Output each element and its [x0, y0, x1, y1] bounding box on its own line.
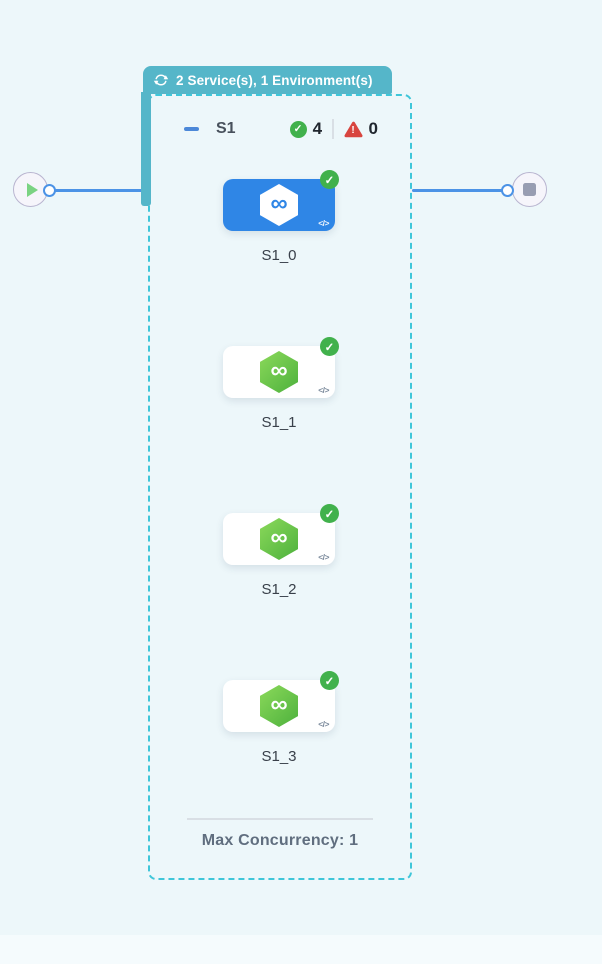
- step-success-badge: ✓: [320, 504, 339, 523]
- code-template-icon[interactable]: </>: [318, 719, 329, 729]
- check-glyph: ✓: [324, 174, 335, 187]
- code-template-icon[interactable]: </>: [318, 385, 329, 395]
- service-hexagon-icon: ∞: [260, 518, 298, 560]
- end-connector-port: [501, 183, 514, 197]
- edge-start-to-stage: [52, 188, 144, 192]
- count-divider: [332, 119, 334, 139]
- start-connector-port: [43, 183, 56, 197]
- step-node-s1-3: ∞ ✓ </> S1_3: [223, 671, 339, 765]
- stage-left-strip: [141, 92, 151, 206]
- start-node[interactable]: [13, 172, 48, 207]
- step-card-s1-2[interactable]: ∞ ✓ </>: [223, 504, 339, 565]
- step-label: S1_3: [261, 748, 297, 765]
- failure-count: 0: [368, 119, 378, 138]
- step-label: S1_1: [261, 414, 297, 431]
- step-card-s1-0[interactable]: ∞ ✓ </>: [223, 170, 339, 231]
- stop-icon: [523, 183, 536, 196]
- infinity-glyph: ∞: [270, 524, 288, 551]
- loop-strategy-icon: [153, 72, 169, 88]
- step-node-s1-0: ∞ ✓ </> S1_0: [223, 170, 339, 264]
- check-glyph: ✓: [324, 341, 335, 354]
- end-node[interactable]: [512, 172, 547, 207]
- stage-name: S1: [216, 120, 236, 137]
- failure-status-icon: !: [344, 121, 363, 138]
- footer-divider: [187, 818, 373, 820]
- success-status-icon: ✓: [289, 120, 307, 138]
- success-count: 4: [312, 119, 323, 138]
- step-success-badge: ✓: [320, 337, 339, 356]
- step-node-s1-2: ∞ ✓ </> S1_2: [223, 504, 339, 598]
- check-glyph: ✓: [324, 508, 335, 521]
- stage-title-row: S1 ✓ 4 ! 0: [184, 116, 378, 142]
- infinity-glyph: ∞: [270, 691, 288, 718]
- step-label: S1_0: [261, 247, 297, 264]
- stage-container: [148, 94, 412, 880]
- step-label: S1_2: [261, 581, 297, 598]
- play-icon: [27, 182, 38, 197]
- max-concurrency-label: Max Concurrency: 1: [201, 832, 359, 849]
- step-card-s1-3[interactable]: ∞ ✓ </>: [223, 671, 339, 732]
- infinity-glyph: ∞: [270, 190, 288, 217]
- collapse-stage-button[interactable]: [184, 127, 199, 131]
- code-template-icon[interactable]: </>: [318, 218, 329, 228]
- exclamation-glyph: !: [351, 124, 355, 136]
- check-glyph: ✓: [324, 675, 335, 688]
- step-node-s1-1: ∞ ✓ </> S1_1: [223, 337, 339, 431]
- service-hexagon-icon: ∞: [260, 184, 298, 226]
- service-hexagon-icon: ∞: [260, 351, 298, 393]
- infinity-glyph: ∞: [270, 357, 288, 384]
- step-card-s1-1[interactable]: ∞ ✓ </>: [223, 337, 339, 398]
- canvas-bottom-strip: [0, 935, 602, 964]
- stage-strategy-label: 2 Service(s), 1 Environment(s): [176, 72, 373, 88]
- service-hexagon-icon: ∞: [260, 685, 298, 727]
- step-success-badge: ✓: [320, 170, 339, 189]
- stage-strategy-header[interactable]: 2 Service(s), 1 Environment(s): [143, 66, 392, 94]
- step-success-badge: ✓: [320, 671, 339, 690]
- check-glyph: ✓: [293, 123, 303, 135]
- edge-stage-to-end: [412, 188, 505, 192]
- code-template-icon[interactable]: </>: [318, 552, 329, 562]
